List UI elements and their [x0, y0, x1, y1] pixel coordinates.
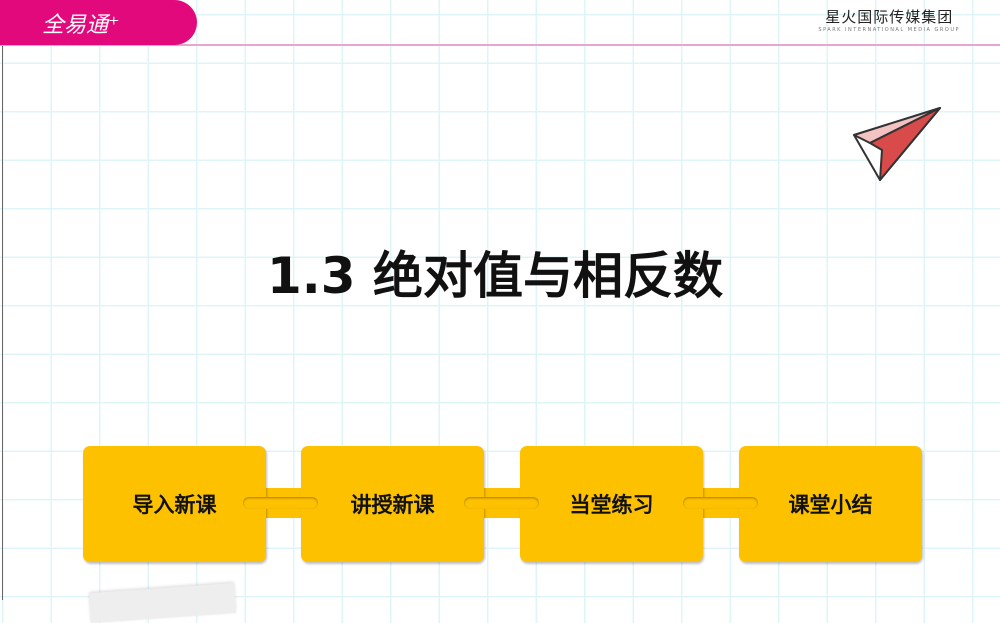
- step-label: 讲授新课: [350, 493, 435, 517]
- logo: 全易通⁺: [0, 0, 197, 45]
- step-label: 课堂小结: [788, 493, 873, 517]
- connector-pill: [243, 497, 318, 509]
- step-label: 导入新课: [132, 493, 217, 517]
- step-label: 当堂练习: [569, 493, 654, 517]
- connector-pill: [464, 497, 539, 509]
- paper-plane-icon: [853, 107, 941, 181]
- page-title: 1.3 绝对值与相反数: [267, 247, 723, 305]
- brand-name: 星火国际传媒集团: [825, 8, 954, 26]
- logo-text: 全易通⁺: [42, 12, 120, 38]
- step-lecture-button[interactable]: 讲授新课: [301, 446, 484, 562]
- left-border: [2, 46, 3, 600]
- header-divider: [0, 44, 1000, 46]
- step-intro-button[interactable]: 导入新课: [83, 446, 266, 562]
- decorative-card: [89, 582, 236, 623]
- step-summary-button[interactable]: 课堂小结: [739, 446, 922, 562]
- brand-subtitle: SPARK INTERNATIONAL MEDIA GROUP: [818, 27, 960, 33]
- step-practice-button[interactable]: 当堂练习: [520, 446, 703, 562]
- brand: 星火国际传媒集团 SPARK INTERNATIONAL MEDIA GROUP: [818, 6, 960, 33]
- connector-pill: [683, 497, 758, 509]
